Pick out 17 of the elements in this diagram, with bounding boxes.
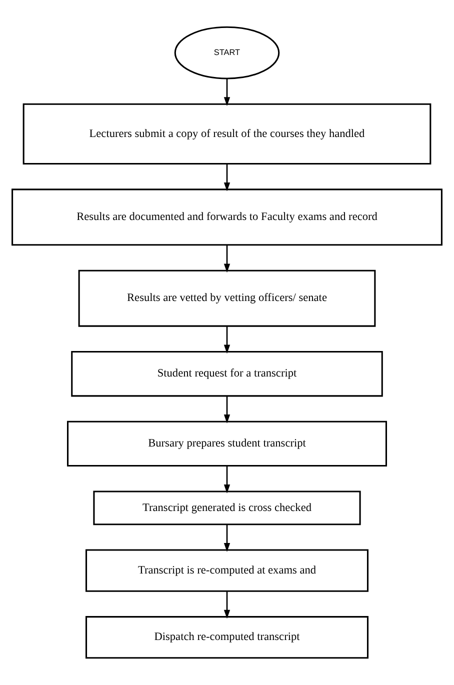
node-box: Lecturers submit a copy of result of the courses they handled: [22, 103, 432, 165]
node-box: Transcript generated is cross checked: [93, 490, 361, 526]
arrow: [224, 524, 230, 552]
node-box: Results are documented and forwards to Faculty exams and record: [12, 188, 442, 246]
arrow: [224, 164, 230, 192]
arrow: [224, 396, 230, 424]
arrow: [224, 78, 230, 106]
arrow: [224, 591, 230, 619]
arrow: [224, 466, 230, 494]
node-box: Student request for a transcript: [71, 350, 383, 397]
node-box: Dispatch re-computed transcript: [85, 616, 369, 659]
arrow: [224, 244, 230, 273]
node-ellipse: START: [174, 26, 280, 80]
node-box: Bursary prepares student transcript: [67, 420, 387, 467]
node-box: Transcript is re-computed at exams and: [85, 549, 369, 592]
node-box: Results are vetted by vetting officers/ senate: [78, 270, 376, 327]
arrow: [224, 326, 230, 354]
